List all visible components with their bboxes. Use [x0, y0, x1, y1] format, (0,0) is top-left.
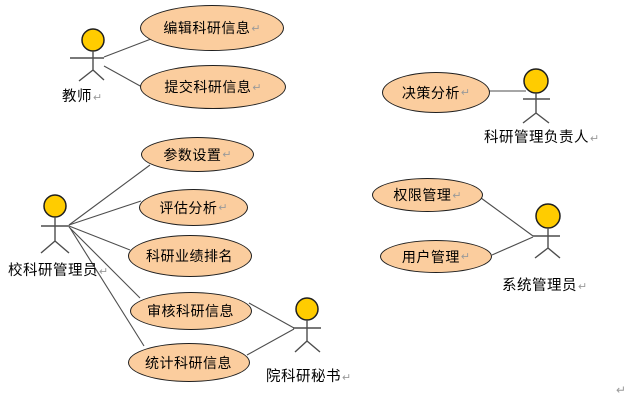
usecase-review-research-info[interactable]: 审核科研信息	[130, 292, 252, 330]
usecase-edit-research-info[interactable]: 编辑科研信息↵	[140, 5, 284, 51]
usecase-parameter-settings[interactable]: 参数设置↵	[141, 137, 254, 172]
return-mark: ↵	[251, 22, 261, 35]
return-mark: ↵	[590, 133, 600, 145]
return-mark: ↵	[578, 281, 588, 293]
return-mark: ↵	[222, 149, 232, 161]
actor-name-text: 校科研管理员	[8, 263, 98, 279]
usecase-decision-analysis[interactable]: 决策分析↵	[382, 72, 490, 113]
edge-teacher-edit-research-info	[103, 38, 152, 58]
edge-review-research-info-secretary	[248, 302, 295, 329]
edge-school-admin-review-research-info	[68, 226, 141, 299]
edge-user-management-sysadmin	[491, 236, 534, 256]
usecase-permission-management[interactable]: 权限管理↵	[372, 178, 483, 212]
actor-college-research-secretary-figure[interactable]	[293, 297, 321, 353]
return-mark: ↵	[452, 189, 462, 202]
usecase-label: 科研业绩排名	[146, 248, 233, 264]
usecase-label: 编辑科研信息	[163, 20, 251, 36]
stray-return-mark: ↵	[616, 383, 627, 397]
actor-system-admin-figure[interactable]	[533, 203, 561, 259]
actor-body-icon	[40, 217, 70, 254]
edge-school-admin-parameter-settings	[68, 164, 151, 226]
usecase-label: 决策分析	[401, 84, 460, 101]
return-mark: ↵	[218, 202, 228, 214]
actor-head-icon	[523, 68, 549, 94]
usecase-label: 提交科研信息	[164, 79, 252, 95]
usecase-label: 评估分析	[159, 199, 218, 216]
actor-name-text: 院科研秘书	[266, 369, 341, 385]
usecase-submit-research-info[interactable]: 提交科研信息↵	[140, 65, 286, 109]
actor-label-research-management-director: 科研管理负责人↵	[484, 126, 599, 147]
actor-teacher-figure[interactable]	[70, 28, 105, 82]
edge-school-admin-research-performance-ranking	[68, 225, 131, 251]
usecase-statistics-research-info[interactable]: 统计科研信息	[128, 343, 250, 382]
usecase-label: 统计科研信息	[145, 354, 232, 371]
return-mark: ↵	[93, 92, 103, 104]
actor-label-college-research-secretary: 院科研秘书↵	[266, 365, 351, 386]
edge-permission-management-sysadmin	[480, 197, 534, 237]
actor-label-system-admin: 系统管理员↵	[502, 274, 587, 295]
actor-name-text: 科研管理负责人	[484, 130, 589, 146]
edge-statistics-research-info-secretary	[246, 328, 295, 356]
return-mark: ↵	[252, 81, 262, 94]
actor-label-school-research-admin: 校科研管理员↵	[8, 259, 108, 280]
usecase-label: 用户管理	[401, 248, 460, 265]
actor-head-icon	[295, 297, 319, 321]
association-lines	[68, 38, 534, 356]
return-mark: ↵	[460, 87, 471, 99]
usecase-label: 权限管理	[393, 187, 452, 203]
actor-head-icon	[81, 28, 105, 52]
actor-label-teacher: 教师↵	[62, 85, 102, 106]
usecase-user-management[interactable]: 用户管理↵	[380, 240, 492, 273]
actor-school-research-admin-figure[interactable]	[40, 194, 70, 254]
actor-body-icon	[533, 228, 561, 259]
actor-name-text: 系统管理员	[502, 278, 577, 294]
actor-research-management-director-figure[interactable]	[522, 68, 550, 124]
edge-school-admin-statistics-research-info	[69, 227, 145, 347]
usecase-evaluation-analysis[interactable]: 评估分析↵	[139, 189, 248, 226]
actor-body-icon	[522, 93, 550, 124]
usecase-label: 参数设置	[163, 146, 222, 163]
usecase-label: 审核科研信息	[147, 303, 234, 319]
actor-head-icon	[43, 194, 67, 218]
edge-school-admin-evaluation-analysis	[68, 200, 142, 226]
edge-teacher-submit-research-info	[103, 65, 143, 88]
return-mark: ↵	[342, 372, 352, 384]
usecase-research-performance-ranking[interactable]: 科研业绩排名	[128, 235, 252, 277]
actor-name-text: 教师	[62, 89, 92, 105]
actor-body-icon	[70, 51, 105, 82]
return-mark: ↵	[460, 251, 471, 263]
actor-head-icon	[535, 203, 561, 229]
return-mark: ↵	[99, 266, 109, 278]
actor-body-icon	[293, 320, 321, 353]
